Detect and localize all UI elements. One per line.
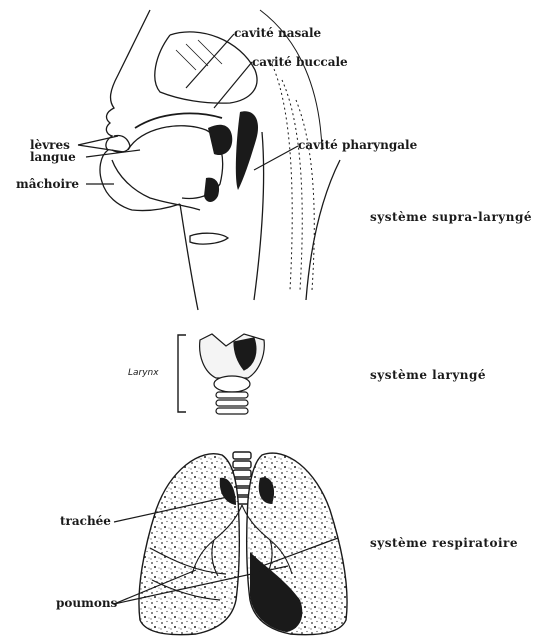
nasal-cavity — [155, 32, 257, 103]
label-tongue: langue — [30, 150, 76, 164]
spine-line-2 — [282, 80, 302, 290]
neck-back — [306, 160, 340, 300]
face-profile — [100, 10, 180, 211]
hyoid — [190, 233, 228, 244]
label-trachea: trachée — [60, 514, 111, 528]
label-respiratory-system: système respiratoire — [370, 536, 518, 550]
trachea-ring-2 — [216, 400, 248, 406]
velum — [208, 125, 232, 155]
jaw — [112, 160, 200, 210]
epiglottis — [204, 178, 219, 202]
larynx-section — [178, 334, 264, 414]
label-lungs: poumons — [56, 596, 117, 610]
label-oral-cavity: cavité buccale — [252, 55, 348, 69]
pharynx-wall — [236, 111, 258, 190]
trachea-ring-3 — [216, 408, 248, 414]
label-pharyngeal-cavity: cavité pharyngale — [298, 138, 417, 152]
label-larynx: Larynx — [128, 368, 159, 378]
lips — [112, 135, 130, 152]
larynx-bracket — [178, 335, 186, 412]
neck-front — [180, 204, 198, 310]
spine-line-1 — [270, 60, 292, 290]
pharynx-back — [254, 132, 264, 300]
label-nasal-cavity: cavité nasale — [234, 26, 321, 40]
spine-line-3 — [296, 100, 314, 290]
label-supra-laryngeal-system: système supra-laryngé — [370, 210, 532, 224]
cricoid — [214, 376, 250, 392]
trachea-ring-1 — [216, 392, 248, 398]
label-laryngeal-system: système laryngé — [370, 368, 486, 382]
lungs-section — [139, 452, 347, 635]
label-jaw: mâchoire — [16, 177, 79, 191]
